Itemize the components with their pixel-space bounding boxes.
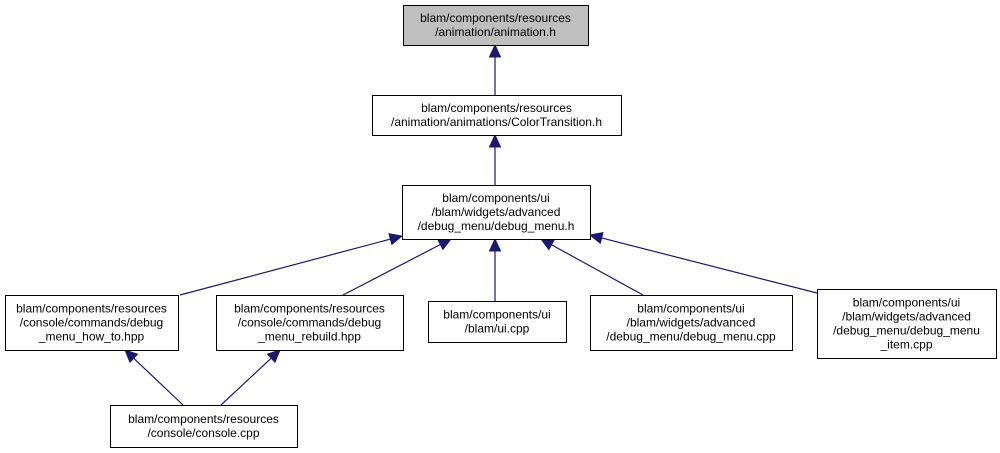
edge-console_cpp-to-debug_menu_how_to_hpp: [124, 349, 184, 406]
arrow-head: [388, 233, 404, 246]
node-label-line: blam/components/ui: [853, 296, 960, 310]
node-label-line: _menu_how_to.hpp: [38, 330, 145, 344]
node-ui_cpp[interactable]: blam/components/ui/blam/ui.cpp: [428, 301, 567, 343]
edge-debug_menu_h-to-color_transition_h: [488, 133, 502, 185]
node-label-line: _item.cpp: [879, 338, 932, 352]
file-box: [402, 185, 591, 240]
node-label-line: /blam/widgets/advanced: [842, 310, 971, 324]
edges-layer: [124, 43, 818, 406]
arrow-head: [488, 133, 502, 148]
node-debug_menu_how_to_hpp[interactable]: blam/components/resources/console/comman…: [5, 295, 179, 351]
node-animation_h: blam/components/resources/animation/anim…: [403, 5, 589, 46]
arrow-head: [588, 232, 604, 245]
node-label-line: /blam/widgets/advanced: [432, 205, 561, 219]
node-label-line: /blam/widgets/advanced: [627, 316, 756, 330]
nodes-layer: blam/components/resources/animation/anim…: [5, 5, 997, 448]
edge-line: [601, 237, 818, 294]
edge-console_cpp-to-debug_menu_rebuild_hpp: [220, 349, 281, 406]
node-label-line: blam/components/ui: [637, 302, 744, 316]
node-label-line: blam/components/ui: [442, 191, 549, 205]
arrow-head: [266, 349, 281, 364]
file-box: [372, 95, 622, 136]
edge-line: [220, 357, 272, 406]
edge-line: [133, 357, 184, 406]
node-label-line: blam/components/resources: [421, 101, 572, 115]
file-box: [216, 295, 404, 351]
edge-debug_menu_item_cpp-to-debug_menu_h: [588, 232, 818, 294]
node-label-line: blam/components/resources: [234, 302, 385, 316]
arrow-head: [437, 238, 453, 251]
node-label-line: blam/components/resources: [16, 302, 167, 316]
edge-line: [342, 243, 441, 296]
node-label-line: blam/components/resources: [128, 412, 279, 426]
node-label-line: /debug_menu/debug_menu.h: [418, 219, 575, 233]
edge-debug_menu_how_to_hpp-to-debug_menu_h: [179, 233, 404, 296]
node-debug_menu_cpp[interactable]: blam/components/ui/blam/widgets/advanced…: [590, 295, 793, 351]
node-label-line: blam/components/ui: [443, 308, 550, 322]
node-label-line: /console/commands/debug: [238, 316, 381, 330]
node-debug_menu_h[interactable]: blam/components/ui/blam/widgets/advanced…: [402, 185, 591, 240]
edge-ui_cpp-to-debug_menu_h: [488, 237, 502, 301]
edge-line: [551, 244, 644, 296]
current-file-box: [403, 5, 589, 46]
arrow-head: [539, 238, 555, 251]
file-box: [590, 295, 793, 351]
node-label-line: _menu_rebuild.hpp: [257, 330, 361, 344]
node-label-line: /animation/animation.h: [435, 25, 556, 39]
node-label-line: /debug_menu/debug_menu.cpp: [606, 330, 776, 344]
node-label-line: /animation/animations/ColorTransition.h: [391, 115, 602, 129]
node-label-line: /console/console.cpp: [147, 426, 259, 440]
edge-debug_menu_cpp-to-debug_menu_h: [539, 238, 644, 296]
node-color_transition_h[interactable]: blam/components/resources/animation/anim…: [372, 95, 622, 136]
edge-line: [179, 238, 391, 296]
edge-color_transition_h-to-animation_h: [488, 43, 502, 95]
arrow-head: [488, 237, 502, 252]
file-box: [817, 289, 997, 359]
node-label-line: /blam/ui.cpp: [465, 322, 530, 336]
node-console_cpp[interactable]: blam/components/resources/console/consol…: [110, 405, 298, 448]
node-debug_menu_item_cpp[interactable]: blam/components/ui/blam/widgets/advanced…: [817, 289, 997, 359]
file-box: [428, 301, 567, 343]
file-box: [110, 405, 298, 448]
arrow-head: [124, 349, 139, 364]
file-box: [5, 295, 179, 351]
node-label-line: /console/commands/debug: [20, 316, 163, 330]
node-label-line: blam/components/resources: [420, 11, 571, 25]
arrow-head: [488, 43, 502, 58]
node-label-line: /debug_menu/debug_menu: [833, 324, 980, 338]
node-debug_menu_rebuild_hpp[interactable]: blam/components/resources/console/comman…: [216, 295, 404, 351]
